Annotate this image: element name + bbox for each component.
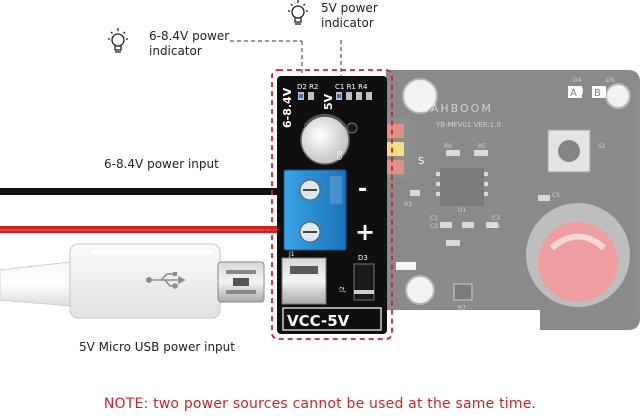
board-label: C4 bbox=[492, 223, 500, 230]
board-label: R5 bbox=[478, 143, 486, 150]
usb-icon bbox=[145, 272, 186, 289]
board-label: C3 bbox=[492, 215, 500, 222]
plus-terminal-label: + bbox=[355, 218, 375, 246]
module-5v-label: 5V bbox=[322, 93, 335, 110]
board-label: R7 bbox=[458, 305, 466, 312]
main-board: S bbox=[373, 70, 640, 330]
board-label: J2 bbox=[339, 286, 346, 293]
led-5v-indicator-label: 5V power indicator bbox=[321, 1, 378, 30]
board-label: S1 bbox=[598, 143, 606, 150]
board-brand-label: YAHBOOM bbox=[422, 102, 493, 115]
board-label: U1 bbox=[458, 207, 466, 214]
board-label: D3 bbox=[358, 254, 368, 262]
board-label: D2 R2 bbox=[297, 83, 318, 91]
board-label: J1 bbox=[288, 251, 295, 258]
power-wires bbox=[0, 188, 290, 233]
board-label: D4 bbox=[573, 77, 582, 84]
vcc-5v-label: VCC-5V bbox=[287, 312, 350, 330]
board-label: D5 bbox=[606, 77, 615, 84]
highlight-frame bbox=[271, 69, 393, 340]
micro-usb-cable bbox=[0, 243, 265, 319]
module-6v-label: 6-8.4V bbox=[281, 87, 294, 128]
power-module bbox=[277, 76, 387, 334]
board-model-label: YB-MFV01 VER:1.0 bbox=[435, 121, 501, 129]
board-label: C2 bbox=[430, 223, 438, 230]
board-label: C6 bbox=[336, 150, 344, 160]
board-label: S bbox=[418, 156, 424, 167]
lightbulb-icon bbox=[288, 0, 308, 25]
warning-note: NOTE: two power sources cannot be used a… bbox=[103, 396, 537, 412]
board-label: C5 bbox=[552, 192, 560, 199]
minus-terminal-label: - bbox=[358, 177, 367, 202]
board-label: C1 bbox=[430, 215, 438, 222]
board-label: A bbox=[570, 88, 577, 99]
input-usb-label: 5V Micro USB power input bbox=[79, 340, 235, 354]
board-label: R6 bbox=[444, 143, 452, 150]
board-label: R3 bbox=[404, 201, 412, 208]
led-6v-indicator-label: 6-8.4V power indicator bbox=[149, 29, 230, 58]
lightbulb-icon bbox=[108, 28, 128, 53]
board-label: C1 R1 R4 bbox=[335, 83, 368, 91]
board-label: B bbox=[594, 88, 601, 99]
input-6v-label: 6-8.4V power input bbox=[104, 157, 219, 171]
